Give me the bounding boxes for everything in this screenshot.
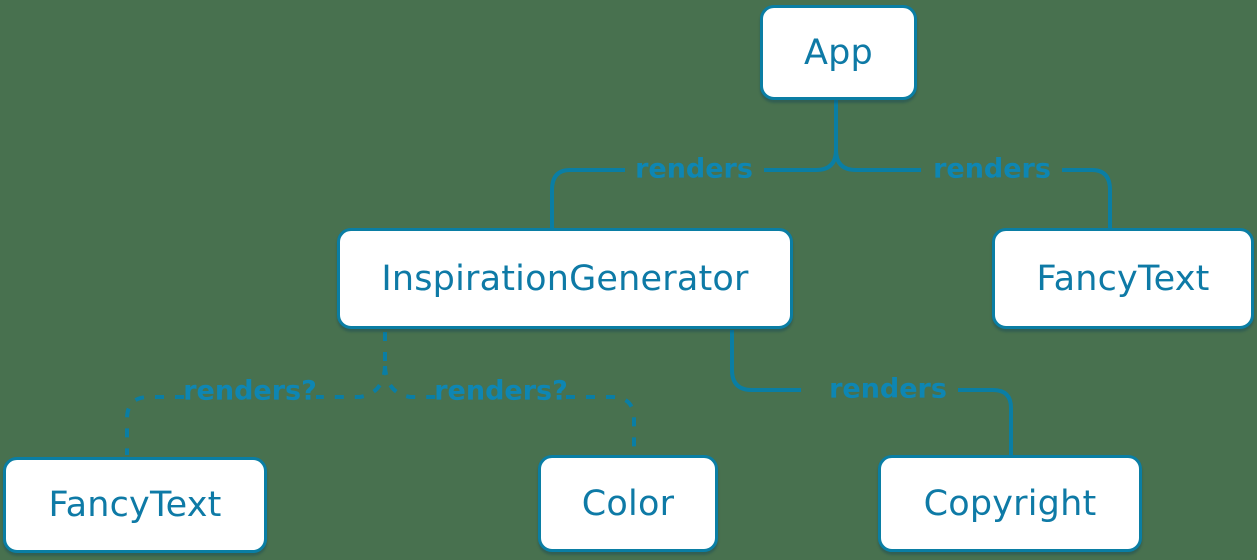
edge-label-renders-copyright: renders [829,373,947,405]
node-fancy-text-bottom: FancyText [3,457,267,553]
edge-label-renders-app-right: renders [933,153,1051,185]
edge-app-stem-left [764,100,838,172]
node-fancy-text-top: FancyText [992,228,1254,329]
edge-label-renders-app-left: renders [635,153,753,185]
edge-app-to-inspirationgenerator-drop [550,168,625,228]
edge-ig-to-fancytext-branch [316,365,387,399]
edge-app-to-fancytext-drop [1062,168,1112,228]
edge-ig-to-color-drop [566,395,636,453]
edge-ig-to-copyright-drop [958,388,1013,455]
edge-ig-to-color-branch [383,365,437,399]
node-copyright: Copyright [878,455,1142,552]
edge-ig-to-fancytext-drop [125,395,184,455]
node-app: App [760,5,917,100]
node-inspiration-generator-label: InspirationGenerator [381,258,749,299]
node-app-label: App [804,32,873,73]
edge-app-stem-right [834,149,921,172]
node-inspiration-generator: InspirationGenerator [337,228,793,329]
node-color-label: Color [581,483,675,524]
node-color: Color [538,455,718,552]
node-fancy-text-top-label: FancyText [1036,258,1210,299]
edge-ig-to-copyright-stem [730,330,801,392]
node-copyright-label: Copyright [923,483,1097,524]
node-fancy-text-bottom-label: FancyText [48,485,222,525]
edge-label-renders-question-left: renders? [183,375,317,407]
edge-label-renders-question-right: renders? [434,375,568,407]
